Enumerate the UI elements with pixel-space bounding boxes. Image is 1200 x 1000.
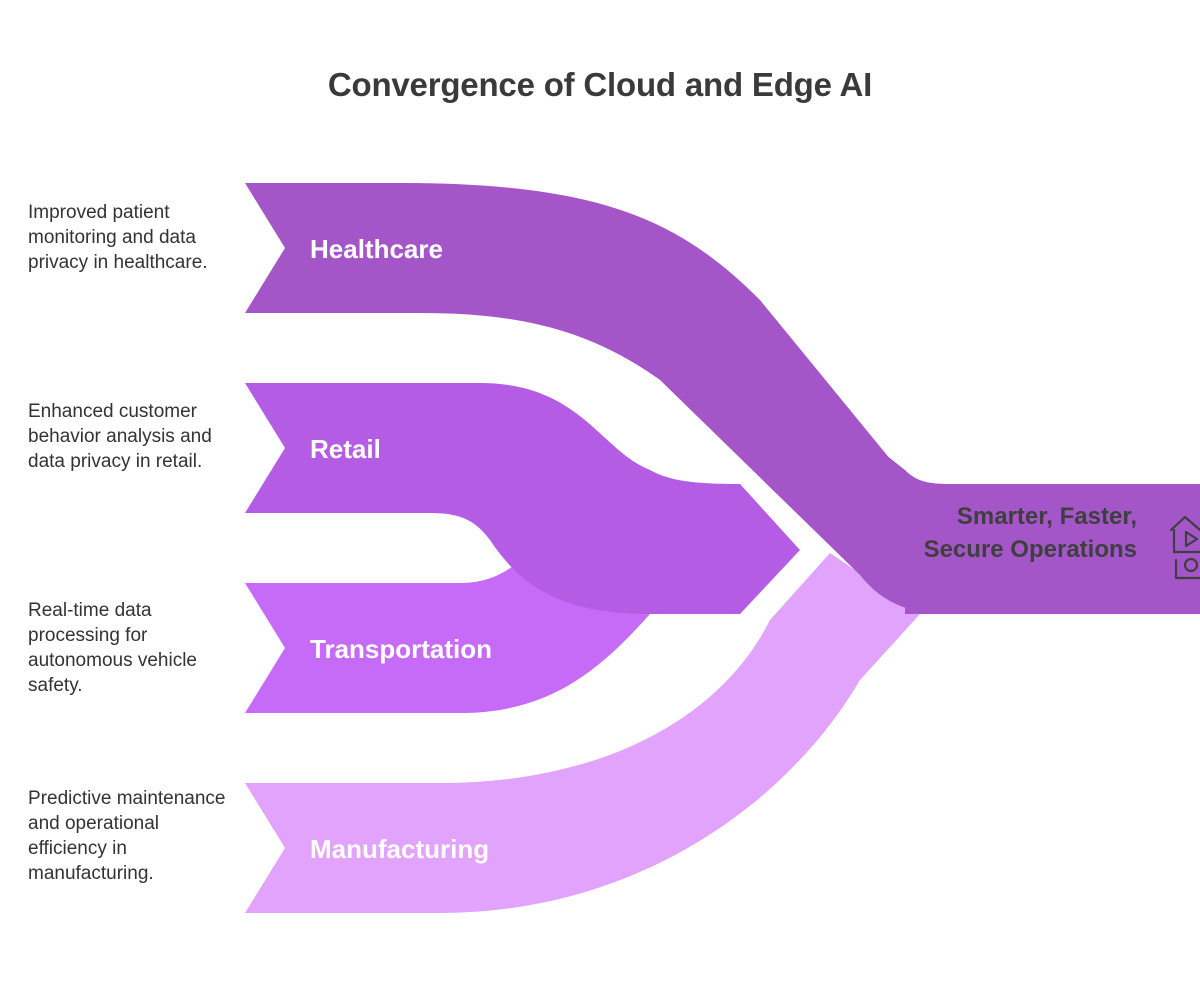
retail-description: Enhanced customer behavior analysis and … xyxy=(28,401,212,472)
healthcare-band-body xyxy=(245,183,950,614)
retail-label: Retail xyxy=(310,434,381,464)
transportation-label: Transportation xyxy=(310,634,492,664)
healthcare-description: Improved patient monitoring and data pri… xyxy=(28,202,208,273)
manufacturing-label: Manufacturing xyxy=(310,834,489,864)
outcome-label: Smarter, Faster, Secure Operations xyxy=(923,503,1137,563)
healthcare-label: Healthcare xyxy=(310,234,443,264)
transportation-description: Real-time data processing for autonomous… xyxy=(28,600,197,696)
manufacturing-band xyxy=(245,553,920,913)
smart-home-icon xyxy=(1169,515,1200,580)
diagram-title: Convergence of Cloud and Edge AI xyxy=(327,66,873,103)
manufacturing-description: Predictive maintenance and operational e… xyxy=(28,788,226,884)
outcome-band xyxy=(905,484,1200,614)
retail-band xyxy=(245,383,800,614)
